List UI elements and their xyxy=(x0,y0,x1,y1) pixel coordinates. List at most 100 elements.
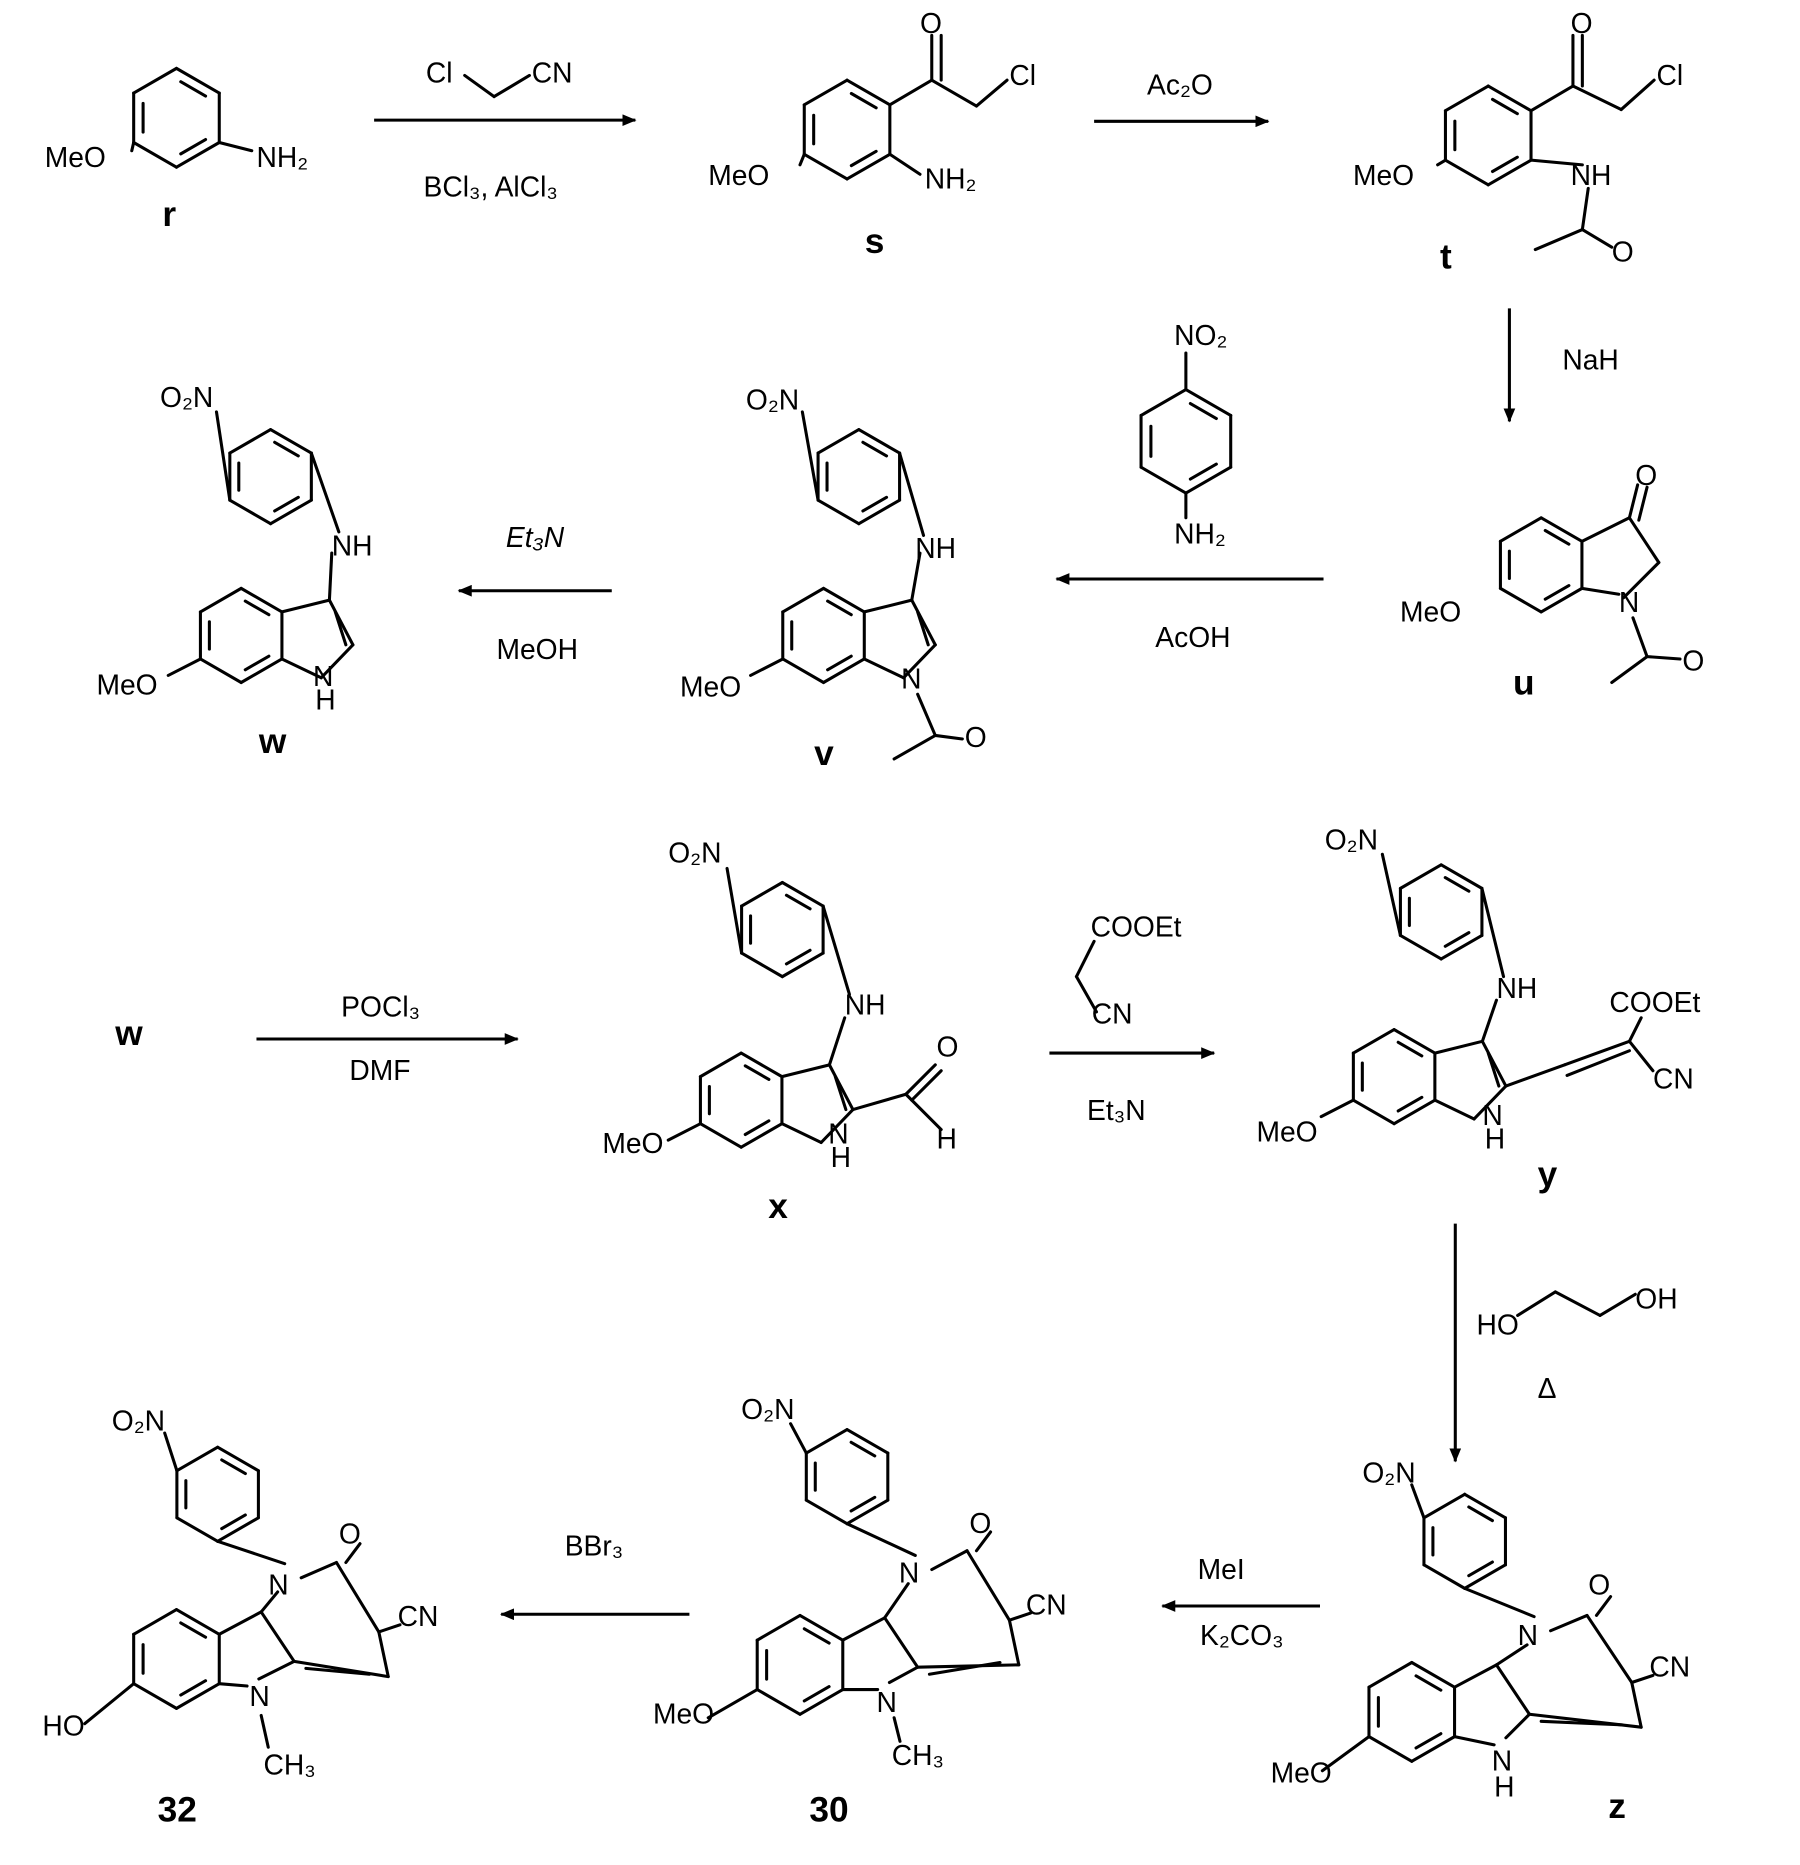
bond xyxy=(261,1612,294,1661)
compound-label-32: 32 xyxy=(158,1790,197,1829)
bond xyxy=(1535,230,1582,250)
bond xyxy=(1555,1292,1600,1316)
bond xyxy=(1369,1737,1412,1762)
bond xyxy=(241,659,282,683)
bond xyxy=(700,1053,741,1077)
bond xyxy=(1488,160,1531,185)
bond xyxy=(1600,1294,1635,1315)
bond xyxy=(218,1518,259,1542)
bond xyxy=(311,453,338,532)
bond xyxy=(1455,1665,1497,1687)
bond xyxy=(1424,1565,1465,1589)
bond xyxy=(843,1618,885,1640)
bond xyxy=(782,1124,821,1143)
bond xyxy=(864,600,911,612)
bond xyxy=(783,588,824,612)
bond xyxy=(1382,854,1400,935)
atom-o2n: O₂N xyxy=(112,1405,165,1437)
bond xyxy=(885,1584,909,1618)
compound-label-s: s xyxy=(865,222,885,261)
bond xyxy=(1424,1494,1465,1518)
bond xyxy=(890,154,920,174)
compound-label-w: w xyxy=(258,722,287,761)
compound-label-t: t xyxy=(1440,237,1452,276)
bond xyxy=(864,659,903,678)
bond xyxy=(1438,160,1446,165)
atom-cl: Cl xyxy=(1009,59,1036,91)
atom-o2n: O₂N xyxy=(741,1393,794,1425)
reagent-et3n-2: Et₃N xyxy=(1087,1094,1146,1126)
bond xyxy=(1621,80,1654,109)
atom-ch3: CH₃ xyxy=(892,1739,944,1771)
bond xyxy=(176,1610,219,1635)
reagent-meoh: MeOH xyxy=(496,633,578,665)
atom-o: O xyxy=(965,721,987,753)
bond xyxy=(259,1661,294,1679)
atom-meo: MeO xyxy=(602,1127,663,1159)
bond xyxy=(1465,1494,1506,1518)
atom-meo: MeO xyxy=(1353,159,1414,191)
bond xyxy=(783,659,824,683)
reagent-nah: NaH xyxy=(1562,344,1618,376)
atom-h: H xyxy=(1494,1771,1514,1803)
bond xyxy=(1412,1485,1424,1518)
bond xyxy=(271,500,312,524)
bond xyxy=(379,1632,388,1677)
atom-o: O xyxy=(1635,459,1657,491)
bond xyxy=(1632,1683,1641,1728)
bond xyxy=(824,659,865,683)
bond xyxy=(824,588,865,612)
bond xyxy=(1353,1030,1394,1054)
bond xyxy=(847,1430,888,1454)
bond xyxy=(1141,390,1186,416)
reagent-k2co3: K₂CO₃ xyxy=(1200,1619,1284,1651)
bond xyxy=(1394,1100,1435,1124)
atom-nh2: NH₂ xyxy=(925,162,977,194)
bond xyxy=(1400,865,1441,889)
bond xyxy=(134,1684,177,1709)
atom-o: O xyxy=(1571,7,1593,39)
reagent-pocl3: POCl₃ xyxy=(341,991,420,1023)
atom-o2n: O₂N xyxy=(746,384,799,416)
reagent-bbr3: BBr₃ xyxy=(565,1529,624,1561)
bond xyxy=(1531,86,1573,111)
compound-label-30: 30 xyxy=(809,1790,848,1829)
atom-meo: MeO xyxy=(45,141,106,173)
bond xyxy=(804,154,847,179)
bond xyxy=(1629,518,1658,563)
bond xyxy=(742,883,783,907)
atom-nh: NH xyxy=(845,988,886,1020)
atom-n: N xyxy=(1619,586,1639,618)
bond xyxy=(1582,518,1629,542)
bond xyxy=(1500,518,1541,542)
bond xyxy=(708,1690,757,1718)
bond xyxy=(1633,618,1647,657)
atom-cl: Cl xyxy=(1656,59,1683,91)
bond xyxy=(261,1715,268,1747)
bond xyxy=(176,68,219,93)
reagent-nitroaniline-nh2: NH₂ xyxy=(1174,518,1226,550)
reagent-cyanoacetate-cn: CN xyxy=(1092,998,1133,1030)
bond xyxy=(1496,1665,1529,1714)
bond xyxy=(894,735,935,759)
bond xyxy=(806,1430,847,1454)
bond xyxy=(168,659,200,675)
reagent-chloro: Cl xyxy=(426,57,453,89)
atom-n: N xyxy=(268,1568,288,1600)
bond xyxy=(885,1618,918,1667)
bond xyxy=(1435,1041,1482,1053)
bond xyxy=(1518,1292,1556,1316)
bond xyxy=(889,1667,917,1682)
compound-label-y: y xyxy=(1538,1155,1558,1194)
bond xyxy=(218,1447,259,1471)
bond xyxy=(1647,657,1680,659)
bond xyxy=(177,1447,218,1471)
bond xyxy=(900,453,924,535)
bond xyxy=(465,75,494,96)
bond xyxy=(1321,1100,1353,1116)
atom-o2n: O₂N xyxy=(1325,824,1378,856)
bond xyxy=(791,1424,807,1453)
bond xyxy=(932,80,977,106)
bond xyxy=(741,1053,782,1077)
